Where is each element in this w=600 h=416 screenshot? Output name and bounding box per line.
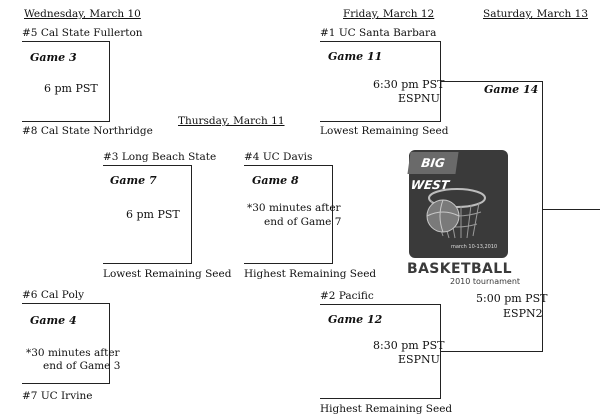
logo-subtitle: 2010 tournament [450, 277, 521, 286]
team-pacific: #2 Pacific [320, 290, 374, 302]
team-uc-santa-barbara: #1 UC Santa Barbara [320, 27, 437, 39]
bracket-line [440, 81, 542, 82]
logo-wordmark: BASKETBALL [407, 261, 512, 277]
bracket-line [103, 263, 192, 264]
seed-lowest-friday: Lowest Remaining Seed [320, 125, 449, 137]
bracket-line [244, 263, 333, 264]
bracket-line [109, 303, 110, 383]
day-header-thursday: Thursday, March 11 [178, 115, 285, 127]
bracket-line [320, 304, 440, 305]
basketball-hoop-icon [426, 188, 486, 239]
day-header-friday: Friday, March 12 [343, 8, 435, 20]
bracket-line [244, 165, 332, 166]
seed-highest-thursday: Highest Remaining Seed [244, 268, 377, 280]
game-8-time-line1: *30 minutes after [247, 202, 341, 214]
game-4-time-line2: end of Game 3 [43, 360, 121, 372]
day-header-wednesday: Wednesday, March 10 [24, 8, 141, 20]
game-12-label: Game 12 [328, 313, 383, 326]
team-cal-state-fullerton: #5 Cal State Fullerton [22, 27, 143, 39]
team-long-beach-state: #3 Long Beach State [103, 151, 217, 163]
bracket-line [103, 165, 191, 166]
seed-highest-friday: Highest Remaining Seed [320, 403, 453, 415]
bracket-line [440, 351, 543, 352]
bracket-line [332, 165, 333, 263]
game-3-time: 6 pm PST [44, 82, 98, 95]
game-14-network: ESPN2 [503, 307, 543, 320]
team-cal-poly: #6 Cal Poly [22, 289, 85, 301]
game-8-time-line2: end of Game 7 [264, 216, 342, 228]
game-4-time-line1: *30 minutes after [26, 347, 120, 359]
team-uc-irvine: #7 UC Irvine [22, 390, 93, 402]
game-11-label: Game 11 [328, 50, 383, 63]
bracket-line [109, 41, 110, 121]
bracket-line [542, 209, 600, 210]
team-uc-davis: #4 UC Davis [244, 151, 313, 163]
game-3-label: Game 3 [30, 51, 77, 64]
bracket-line [320, 41, 440, 42]
bracket-line [191, 165, 192, 263]
bracket-line [320, 121, 441, 122]
game-8-label: Game 8 [252, 174, 299, 187]
game-14-time: 5:00 pm PST [476, 292, 548, 305]
big-west-basketball-logo: BIG WEST march 10-13,2010 [407, 150, 508, 258]
game-7-label: Game 7 [110, 174, 157, 187]
bracket-line [22, 121, 110, 122]
bracket-line [22, 41, 109, 42]
day-header-saturday: Saturday, March 13 [483, 8, 589, 20]
game-12-time: 8:30 pm PST [373, 339, 445, 352]
game-4-label: Game 4 [30, 314, 77, 327]
bracket-line [542, 81, 543, 351]
logo-dates: march 10-13,2010 [451, 244, 498, 250]
game-12-network: ESPNU [398, 353, 440, 366]
game-11-time: 6:30 pm PST [373, 78, 445, 91]
bracket-line [320, 398, 441, 399]
game-7-time: 6 pm PST [126, 208, 180, 221]
team-cal-state-northridge: #8 Cal State Northridge [22, 125, 153, 137]
bracket-line [22, 383, 110, 384]
game-11-network: ESPNU [398, 92, 440, 105]
seed-lowest-thursday: Lowest Remaining Seed [103, 268, 232, 280]
game-14-label: Game 14 [484, 83, 539, 96]
bracket-line [22, 303, 109, 304]
